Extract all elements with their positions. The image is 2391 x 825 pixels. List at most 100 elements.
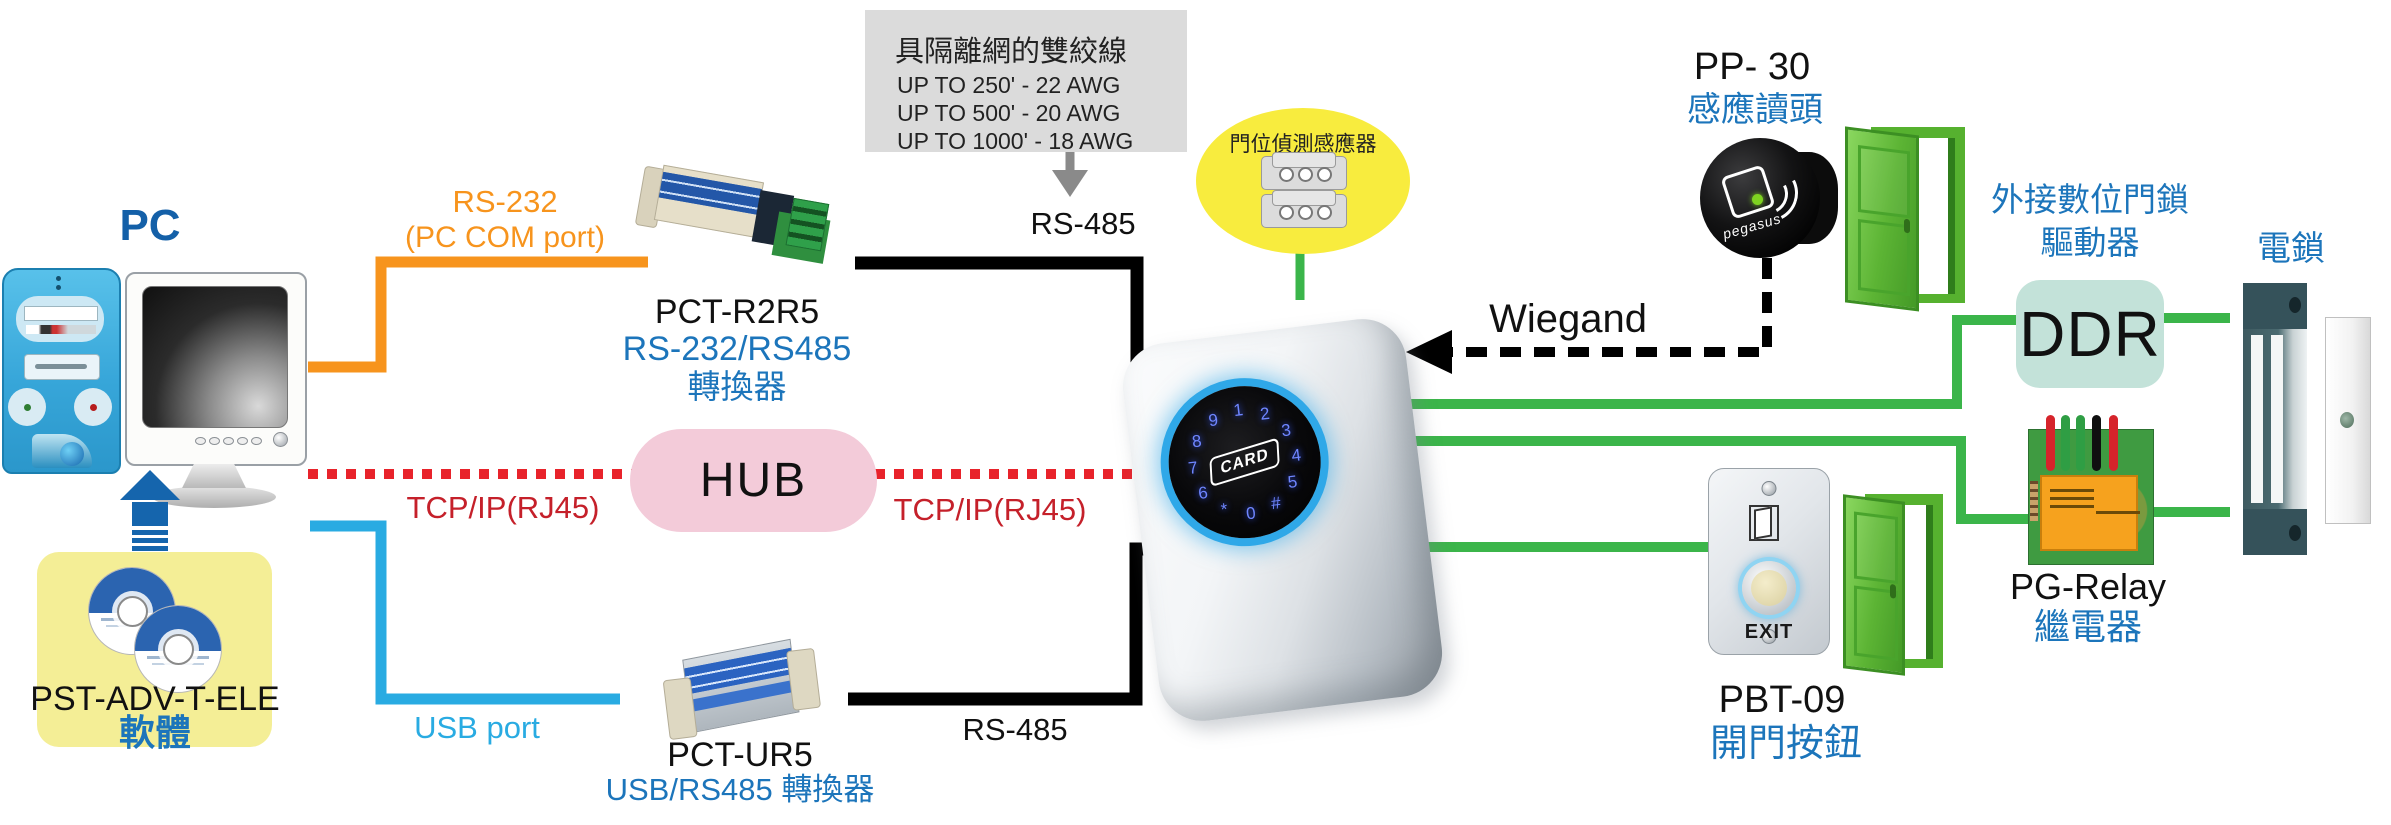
door-sensor-bubble: 門位偵測感應器 <box>1196 108 1410 254</box>
software-type: 軟體 <box>118 712 192 753</box>
controller-ddr-wire <box>1390 315 2016 409</box>
pct-ur5-model: PCT-UR5 <box>667 736 813 774</box>
door-icon <box>1843 494 1943 676</box>
rs232-label: RS-232 <box>452 184 558 219</box>
rs485-top-label: RS-485 <box>1030 206 1136 241</box>
pp30-reader-device: pegasus <box>1700 138 1840 264</box>
lock-name: 電鎖 <box>2257 230 2325 268</box>
monitor-stand <box>182 464 246 488</box>
cable-note-line: UP TO 500' - 20 AWG <box>897 100 1121 126</box>
usb-port-label: USB port <box>414 710 540 745</box>
tower-optical-drive <box>16 296 104 342</box>
pp30-name: 感應讀頭 <box>1687 91 1823 129</box>
rs232-wire <box>308 256 648 373</box>
relay-wire-green <box>2061 415 2070 471</box>
cable-note-line: UP TO 1000' - 18 AWG <box>897 128 1134 154</box>
monitor-base <box>152 486 276 508</box>
exit-name: 開門按鈕 <box>1709 723 1863 765</box>
keypad-key-4: 4 <box>1290 445 1303 466</box>
pct-r2r5-line1: RS-232/RS485 <box>622 330 852 368</box>
relay-wire-black <box>2092 415 2101 471</box>
pp30-model: PP- 30 <box>1693 46 1811 88</box>
tower-base <box>32 434 92 468</box>
monitor-button <box>237 437 248 445</box>
door-sensor-label: 門位偵測感應器 <box>1229 133 1377 156</box>
software-model: PST-ADV-T-ELE <box>30 680 280 718</box>
usb-wire <box>310 520 620 705</box>
cable-note-line: UP TO 250' - 22 AWG <box>897 72 1121 98</box>
keypad-key-#: # <box>1270 493 1282 514</box>
cable-note-title: 具隔離網的雙絞線 <box>895 36 1128 68</box>
magnetic-sensor-icon <box>1261 190 1347 228</box>
software-to-pc-arrow-icon <box>120 470 180 551</box>
push-button <box>1742 561 1796 615</box>
relay-wire-red <box>2046 415 2055 471</box>
ddr-name-line1: 外接數位門鎖 <box>1991 181 2189 218</box>
wiegand-wire <box>1452 258 1772 357</box>
keypad-key-9: 9 <box>1207 410 1220 431</box>
relay-resistor <box>2030 481 2038 521</box>
door-icon <box>1845 126 1965 312</box>
keypad-key-2: 2 <box>1259 403 1271 424</box>
hub-label: HUB <box>699 454 808 507</box>
hub-node: HUB <box>630 429 877 532</box>
exit-text: EXIT <box>1744 621 1794 643</box>
monitor-button <box>195 437 206 445</box>
rs485-bottom-wire <box>848 542 1155 706</box>
tcpip-label-left: TCP/IP(RJ45) <box>406 490 600 525</box>
keypad-key-7: 7 <box>1187 458 1199 479</box>
pc-tower <box>2 268 121 474</box>
tcpip-label-right: TCP/IP(RJ45) <box>893 492 1087 527</box>
wiegand-label: Wiegand <box>1489 297 1647 341</box>
monitor-screen <box>142 286 288 428</box>
keypad-key-3: 3 <box>1280 420 1292 441</box>
exit-button-device: EXIT <box>1708 468 1830 655</box>
cable-spec-note: 具隔離網的雙絞線 UP TO 250' - 22 AWG UP TO 500' … <box>865 10 1187 154</box>
screw-icon <box>1761 629 1777 644</box>
tower-floppy-drive <box>24 354 100 380</box>
wiegand-arrowhead <box>1406 330 1452 374</box>
relay-wire-red <box>2109 415 2118 471</box>
magnetic-lock-device <box>2243 283 2307 555</box>
relay-model: PG-Relay <box>2009 566 2167 607</box>
monitor-button <box>209 437 220 445</box>
keypad-key-5: 5 <box>1286 471 1299 493</box>
pg-relay-device <box>2028 415 2154 565</box>
door-glyph-icon <box>1749 505 1779 541</box>
note-arrow-head <box>1052 170 1088 197</box>
pct-r2r5-model: PCT-R2R5 <box>654 293 820 331</box>
magnetic-sensor-icon <box>1261 152 1347 190</box>
exit-model: PBT-09 <box>1718 679 1846 721</box>
ddr-label: DDR <box>2019 298 2161 370</box>
controller-relay-wire <box>1390 436 2028 524</box>
pc-label: PC <box>119 201 181 250</box>
keypad-key-6: 6 <box>1197 482 1209 503</box>
keypad-key-0: 0 <box>1245 503 1257 524</box>
tower-vent-left <box>8 388 46 426</box>
ddr-name-line2: 驅動器 <box>2040 224 2140 261</box>
lock-armature-plate <box>2325 317 2371 524</box>
monitor-button <box>251 437 262 445</box>
tower-vent-right <box>74 388 112 426</box>
relay-name: 繼電器 <box>2033 606 2143 647</box>
monitor-knob <box>273 432 288 447</box>
pct-r2r5-line2: 轉換器 <box>687 368 787 405</box>
software-cd-icon <box>134 605 222 693</box>
tower-leds <box>56 276 62 292</box>
rs485-top-wire <box>855 256 1155 415</box>
keypad-key-*: * <box>1219 499 1229 520</box>
screw-icon <box>1761 481 1777 496</box>
reader-led <box>1752 194 1763 205</box>
monitor-button <box>223 437 234 445</box>
pct-ur5-device <box>662 637 822 741</box>
keypad-key-1: 1 <box>1232 400 1245 421</box>
keypad-key-8: 8 <box>1190 431 1203 452</box>
pc-com-port-label: (PC COM port) <box>404 221 606 254</box>
ddr-node: DDR <box>2016 280 2164 388</box>
relay-block <box>2040 475 2138 551</box>
rs485-bottom-label: RS-485 <box>962 712 1068 747</box>
pc-monitor <box>125 272 307 466</box>
